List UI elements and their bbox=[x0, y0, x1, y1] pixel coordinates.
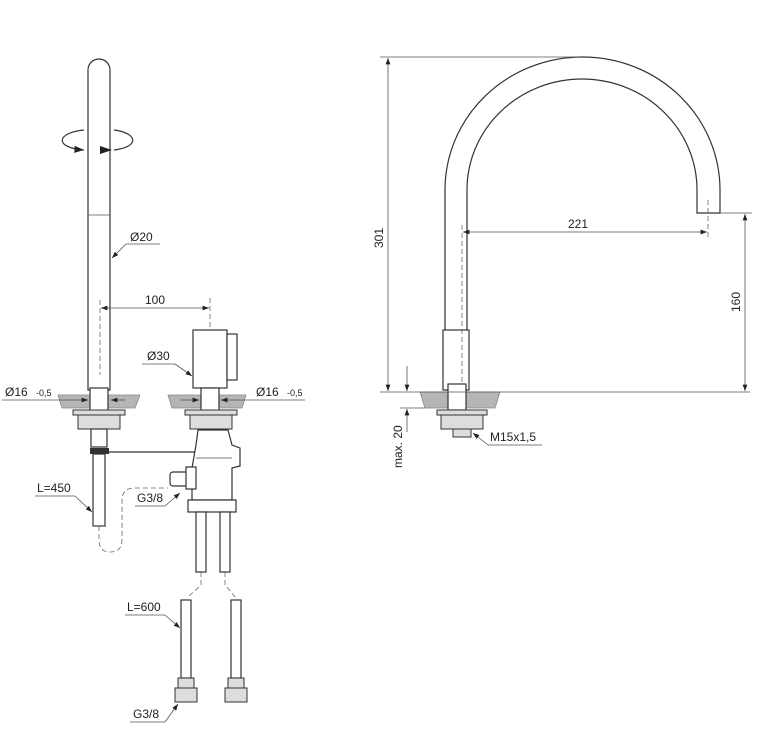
hose-length-1-label: L=450 bbox=[37, 481, 71, 495]
inlet-thread-1-label: G3/8 bbox=[137, 491, 163, 505]
gooseneck-spout bbox=[444, 56, 721, 391]
side-view: 301 221 160 max. 20 M15x1,5 bbox=[372, 56, 752, 468]
hose-length-2-label: L=600 bbox=[127, 600, 161, 614]
spacing-label: 100 bbox=[145, 293, 165, 307]
spout-diameter-label: Ø20 bbox=[130, 230, 153, 244]
total-height-label: 301 bbox=[372, 228, 386, 248]
front-view: Ø20 100 Ø30 Ø16 -0,5 Ø16 -0,5 bbox=[2, 58, 305, 723]
spout-tube bbox=[87, 58, 111, 391]
inlet-thread-2-label: G3/8 bbox=[133, 707, 159, 721]
handle-diameter-label: Ø30 bbox=[147, 349, 170, 363]
handle bbox=[192, 329, 228, 389]
max-deck-thickness-label: max. 20 bbox=[391, 425, 405, 468]
hole-right-tolerance: -0,5 bbox=[287, 388, 303, 398]
rotation-arrow-icon bbox=[61, 129, 134, 154]
hole-left-tolerance: -0,5 bbox=[36, 388, 52, 398]
outlet-height-label: 160 bbox=[729, 292, 743, 312]
reach-label: 221 bbox=[568, 217, 588, 231]
hole-left-label: Ø16 bbox=[5, 385, 28, 399]
hole-right-label: Ø16 bbox=[256, 385, 279, 399]
thread-label: M15x1,5 bbox=[490, 430, 536, 444]
